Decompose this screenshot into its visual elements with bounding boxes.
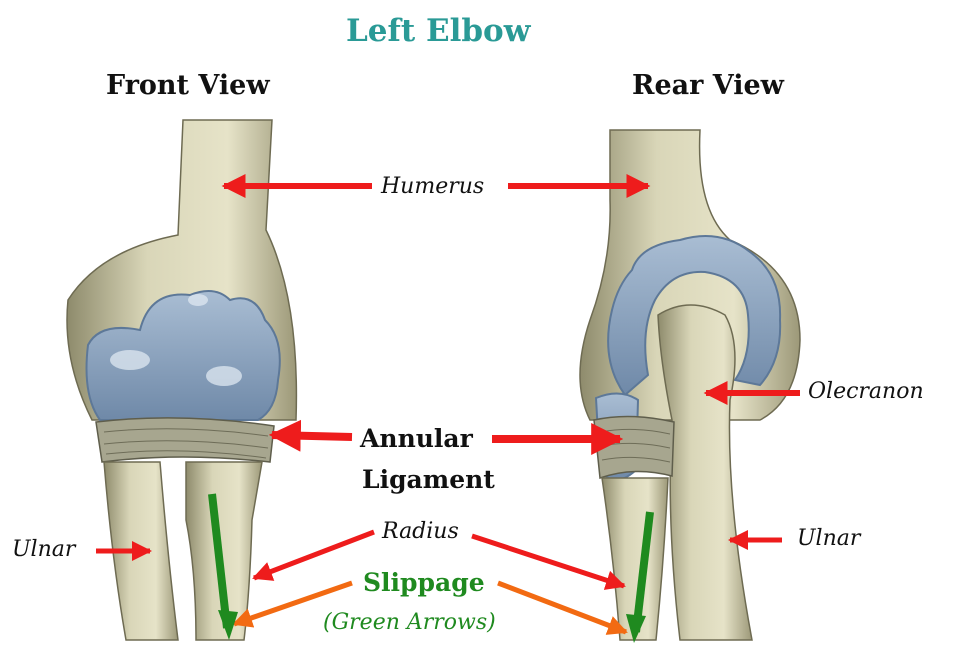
rear-annular-ligament: [594, 416, 674, 478]
front-view-elbow: [67, 120, 296, 640]
humerus-label: Humerus: [381, 176, 484, 198]
rear-view-label: Rear View: [632, 72, 784, 99]
annular-ligament-label-line1: Annular: [360, 426, 473, 451]
front-cartilage-highlight: [206, 366, 242, 386]
radius-arrow-right: [472, 536, 624, 586]
slippage-arrow-right: [498, 583, 626, 632]
olecranon-label: Olecranon: [808, 381, 924, 403]
ulnar-label-left: Ulnar: [12, 539, 75, 561]
annular-arrow-left: [272, 435, 352, 437]
radius-label: Radius: [382, 521, 459, 543]
front-view-label: Front View: [106, 72, 270, 99]
radius-arrow-left: [254, 532, 374, 578]
green-arrows-label: (Green Arrows): [323, 612, 496, 634]
front-cartilage-highlight: [188, 294, 208, 306]
slippage-label: Slippage: [363, 570, 485, 595]
annular-ligament-label-line2: Ligament: [362, 467, 495, 492]
rear-view-elbow: [580, 130, 800, 640]
front-cartilage-highlight: [110, 350, 150, 370]
ulnar-label-right: Ulnar: [797, 528, 860, 550]
diagram-title: Left Elbow: [346, 16, 530, 47]
